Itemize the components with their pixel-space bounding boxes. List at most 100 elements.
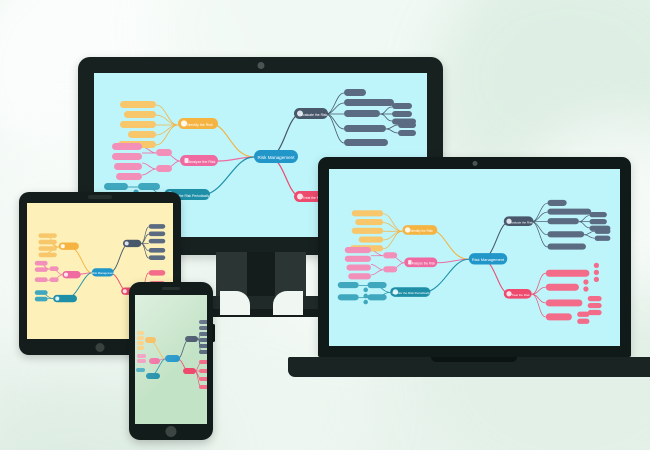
leaf-node[interactable]: [358, 236, 384, 243]
leaf-node[interactable]: [547, 199, 567, 206]
branch-node-identify[interactable]: [145, 337, 156, 343]
leaf-node[interactable]: [199, 338, 207, 342]
leaf-node[interactable]: [199, 350, 207, 354]
leaf-node[interactable]: [547, 208, 592, 215]
branch-node-analyze[interactable]: [404, 257, 438, 268]
sub-node[interactable]: [587, 295, 602, 302]
sub-node[interactable]: [367, 294, 387, 301]
leaf-node[interactable]: [344, 139, 388, 146]
leaf-node[interactable]: [38, 233, 57, 238]
leaf-node[interactable]: [344, 255, 371, 262]
mindmap-root-node[interactable]: [165, 355, 180, 362]
leaf-node[interactable]: [148, 231, 166, 237]
leaf-node[interactable]: [148, 238, 166, 244]
leaf-node[interactable]: [547, 218, 579, 225]
leaf-node[interactable]: [137, 359, 146, 363]
leaf-node[interactable]: [38, 239, 57, 245]
leaf-node[interactable]: [114, 163, 142, 170]
home-button[interactable]: [165, 426, 177, 437]
sub-node[interactable]: [594, 228, 611, 234]
mindmap-canvas-phone[interactable]: [135, 295, 207, 424]
leaf-node[interactable]: [547, 243, 586, 250]
leaf-node[interactable]: [120, 101, 156, 108]
mindmap-nodes[interactable]: Risk Management Identify the Risk Analyz…: [337, 199, 611, 324]
leaf-node[interactable]: [199, 326, 207, 330]
sub-node[interactable]: [398, 122, 416, 128]
leaf-node[interactable]: [120, 121, 156, 128]
sub-node[interactable]: [138, 183, 160, 190]
leaf-node[interactable]: [337, 281, 359, 289]
leaf-node[interactable]: [545, 283, 579, 291]
leaf-node[interactable]: [199, 385, 207, 389]
sub-node[interactable]: [49, 277, 59, 283]
home-button[interactable]: [95, 343, 105, 352]
leaf-node[interactable]: [148, 248, 166, 253]
sub-node[interactable]: [156, 149, 172, 156]
power-button[interactable]: [212, 324, 215, 342]
leaf-node[interactable]: [34, 290, 48, 295]
leaf-node[interactable]: [148, 270, 166, 276]
leaf-node[interactable]: [337, 294, 359, 301]
leaf-node[interactable]: [346, 264, 371, 271]
branch-node-treat[interactable]: [503, 288, 532, 299]
leaf-node[interactable]: [344, 247, 371, 254]
leaf-node[interactable]: [137, 354, 146, 358]
branch-node-analyze[interactable]: [62, 271, 81, 279]
leaf-node[interactable]: [148, 255, 166, 260]
leaf-node[interactable]: [199, 320, 207, 324]
leaf-node[interactable]: [34, 296, 48, 302]
sub-node[interactable]: [49, 266, 59, 271]
leaf-node[interactable]: [38, 252, 57, 258]
sub-node[interactable]: [156, 165, 172, 172]
leaf-node[interactable]: [148, 224, 166, 229]
mindmap-root-node[interactable]: [468, 253, 508, 265]
leaf-node[interactable]: [355, 219, 384, 226]
branch-node-treat[interactable]: [183, 368, 196, 374]
leaf-node[interactable]: [348, 273, 371, 280]
leaf-node[interactable]: [545, 313, 572, 321]
leaf-node[interactable]: [199, 344, 207, 348]
sub-node[interactable]: [594, 235, 611, 241]
leaf-node[interactable]: [199, 369, 207, 373]
branch-node-evaluate[interactable]: [503, 216, 534, 227]
branch-node-identify[interactable]: [178, 118, 218, 129]
sub-node[interactable]: [392, 103, 412, 109]
leaf-node[interactable]: [34, 267, 48, 272]
leaf-node[interactable]: [547, 231, 585, 238]
leaf-node[interactable]: [34, 277, 48, 283]
branch-node-evaluate[interactable]: [122, 239, 142, 248]
leaf-node[interactable]: [137, 341, 144, 345]
leaf-node[interactable]: [545, 299, 583, 307]
leaf-node[interactable]: [128, 131, 156, 138]
leaf-node[interactable]: [344, 125, 386, 132]
leaf-node[interactable]: [344, 89, 366, 96]
leaf-node[interactable]: [351, 227, 384, 234]
sub-node[interactable]: [577, 318, 590, 324]
phone-screen[interactable]: [135, 295, 207, 424]
leaf-node[interactable]: [344, 99, 394, 106]
leaf-node[interactable]: [137, 336, 144, 340]
branch-node-analyze[interactable]: [149, 358, 160, 364]
laptop-screen[interactable]: Risk Management Identify the Risk Analyz…: [329, 169, 620, 346]
mindmap-root-node[interactable]: [91, 268, 114, 277]
leaf-node[interactable]: [136, 368, 145, 372]
tablet-screen[interactable]: Risk Management: [27, 203, 173, 339]
branch-node-analyze[interactable]: [180, 155, 218, 166]
leaf-node[interactable]: [38, 246, 57, 251]
branch-node-identify[interactable]: [58, 242, 79, 250]
leaf-node[interactable]: [112, 153, 142, 160]
leaf-node[interactable]: [116, 173, 142, 180]
leaf-node[interactable]: [34, 260, 48, 266]
sub-node[interactable]: [392, 111, 412, 117]
branch-node-evaluate[interactable]: [294, 108, 328, 119]
leaf-node[interactable]: [137, 346, 144, 350]
mindmap-canvas-laptop[interactable]: Risk Management Identify the Risk Analyz…: [329, 169, 620, 346]
mindmap-nodes[interactable]: [136, 320, 207, 389]
branch-node-monitor[interactable]: [53, 294, 78, 303]
sub-node[interactable]: [398, 130, 416, 136]
mindmap-root-node[interactable]: [254, 150, 298, 163]
sub-node[interactable]: [589, 212, 607, 218]
branch-node-evaluate[interactable]: [185, 336, 198, 342]
sub-node[interactable]: [383, 266, 398, 273]
sub-node[interactable]: [367, 281, 387, 289]
